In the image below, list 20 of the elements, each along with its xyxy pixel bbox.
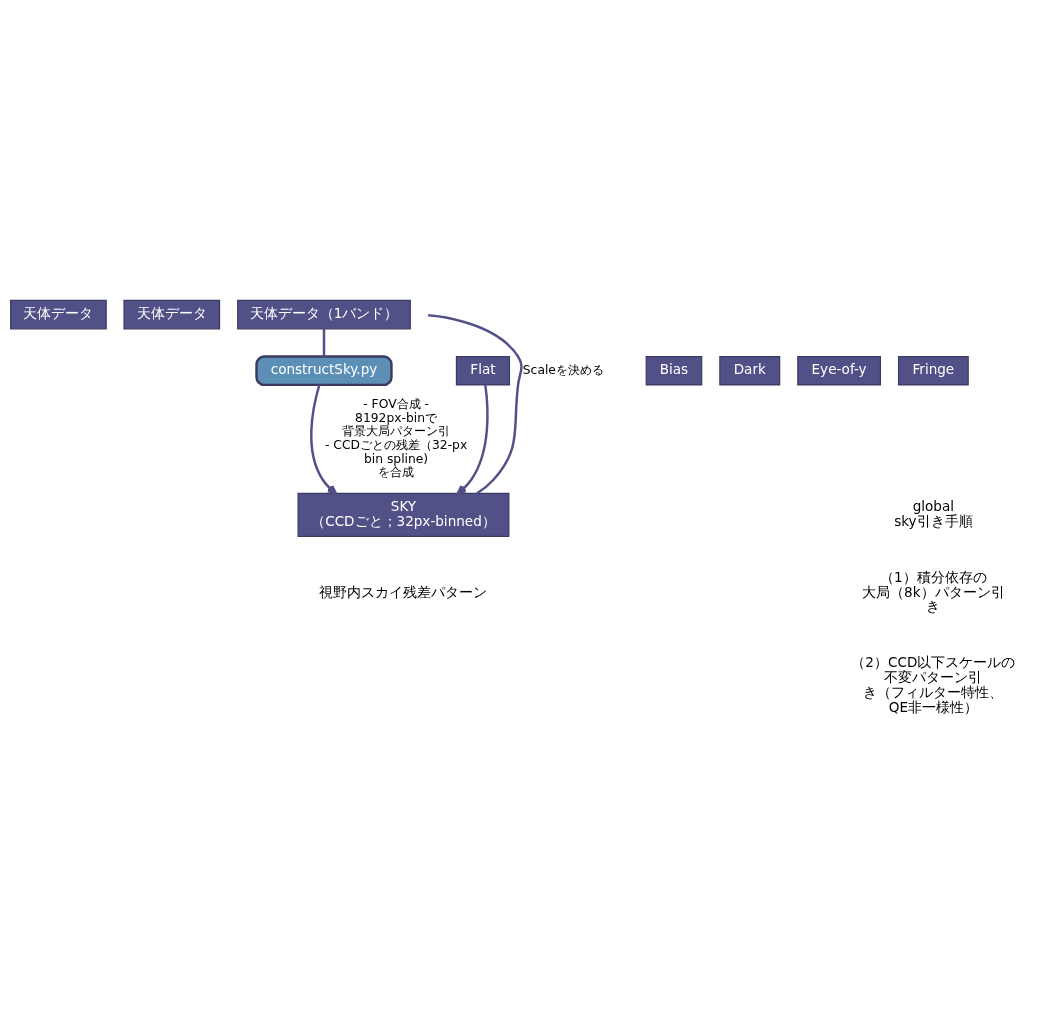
connector xyxy=(428,314,523,495)
node-box: Flat xyxy=(455,355,511,386)
node-box: Fringe xyxy=(897,355,969,386)
node-box: 天体データ xyxy=(10,299,107,330)
connector xyxy=(322,328,326,357)
node-box: SKY （CCDごと；32px-binned） xyxy=(297,492,510,538)
edge-label: Scaleを決める xyxy=(522,362,604,377)
node-box: Bias xyxy=(645,355,703,386)
node-box: 天体データ（1バンド） xyxy=(237,299,411,330)
label: （2）CCD以下スケールの不変パターン引き（フィルター特性、QE非一様性） xyxy=(851,654,1016,715)
arrow xyxy=(310,384,337,495)
label: （1）積分依存の大局（8k）パターン引き xyxy=(862,568,1005,615)
node-label: 視野内スカイ残差パターン xyxy=(319,583,488,600)
label: global sky引き手順 xyxy=(894,497,973,529)
node-box: constructSky.py xyxy=(255,355,393,387)
node-box: Eye-of-y xyxy=(797,355,881,386)
edge-label: - FOV合成 - 8192px-binで背景大局パターン引 - CCDごとの残差（32-px bin spline)を合成 xyxy=(324,397,468,480)
node-box: Dark xyxy=(719,355,781,386)
arrow xyxy=(456,384,489,495)
node-box: 天体データ xyxy=(123,299,221,330)
